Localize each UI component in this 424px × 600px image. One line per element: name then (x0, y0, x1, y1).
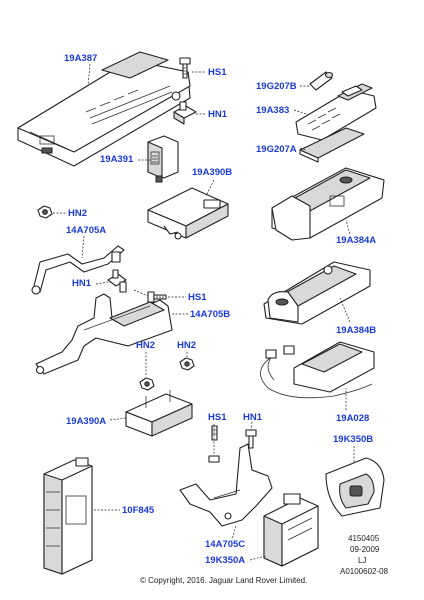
clip-nut-hn1-top (173, 101, 197, 125)
callout-hn2-left: HN2 (68, 208, 88, 219)
nut-hn2-b (179, 357, 195, 371)
bracket-14A705B (35, 281, 173, 375)
callout-hn2-a: HN2 (136, 340, 156, 351)
clip-nut-hn1-mid (107, 269, 127, 287)
reference-code: LJ (358, 556, 367, 565)
module-19K350A (263, 493, 319, 567)
callout-19A028: 19A028 (336, 413, 370, 424)
callout-19A390A: 19A390A (66, 416, 107, 427)
callout-hs1-mid: HS1 (188, 292, 207, 303)
callout-19K350B: 19K350B (333, 434, 374, 445)
reference-date: 09-2009 (350, 545, 380, 554)
cover-19G207A (299, 127, 365, 163)
callout-hn1-low: HN1 (243, 412, 263, 423)
module-19A390B (147, 187, 229, 240)
cradle-19A028 (260, 341, 375, 399)
callout-hn2-b: HN2 (177, 340, 197, 351)
reference-drawing: A0100602-08 (340, 567, 389, 576)
screw-hs1-mid (147, 291, 167, 303)
callout-hn1-top: HN1 (208, 109, 228, 120)
callout-19A384A: 19A384A (336, 235, 377, 246)
callout-19A390B: 19A390B (192, 167, 233, 178)
callout-14A705A: 14A705A (66, 225, 107, 236)
callout-19G207B: 19G207B (256, 81, 297, 92)
cradle-19A384A (271, 167, 385, 241)
nut-hn2-a (139, 377, 155, 391)
module-10F845 (43, 457, 93, 575)
bracket-14A705C (179, 443, 273, 527)
screw-hs1-top (179, 57, 191, 79)
stylus-19G207B (309, 71, 334, 91)
callout-19A391: 19A391 (100, 154, 134, 165)
bracket-14A705A (31, 245, 125, 295)
module-19A391 (147, 135, 179, 183)
callout-19A387: 19A387 (64, 53, 98, 64)
copyright-notice: © Copyright, 2016. Jaguar Land Rover Lim… (140, 576, 308, 585)
nut-hn2-left (37, 205, 53, 219)
callout-19A384B: 19A384B (336, 325, 377, 336)
module-19A387 (17, 51, 191, 167)
callout-hs1-top: HS1 (208, 67, 227, 78)
callout-10F845: 10F845 (122, 505, 155, 516)
callout-hn1-mid: HN1 (72, 278, 92, 289)
callout-19K350A: 19K350A (205, 555, 246, 566)
module-19A390A (125, 390, 193, 437)
handset-19A383 (295, 83, 377, 141)
callout-19G207A: 19G207A (256, 144, 297, 155)
callout-14A705B: 14A705B (190, 309, 231, 320)
callout-19A383: 19A383 (256, 105, 290, 116)
reference-number: 4150405 (348, 534, 380, 543)
cradle-19A384B (263, 261, 371, 325)
callout-14A705C: 14A705C (205, 539, 246, 550)
callout-hs1-low: HS1 (208, 412, 227, 423)
housing-19K350B (325, 457, 385, 517)
